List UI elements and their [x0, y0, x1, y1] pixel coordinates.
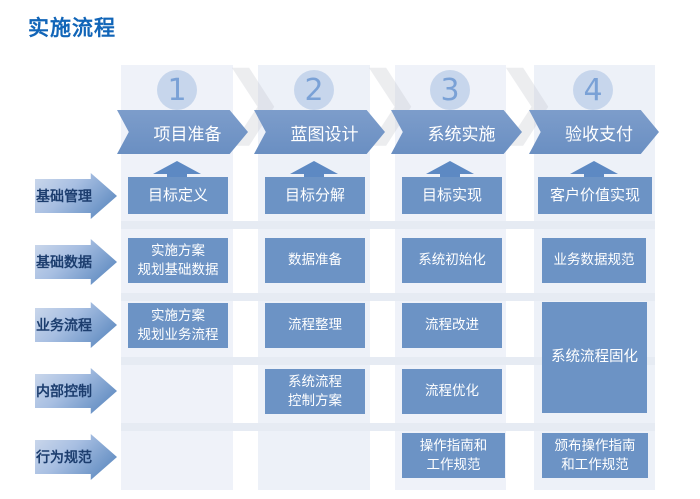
up-arrow-icon — [426, 161, 474, 174]
phase-3-number-badge: 3 — [430, 70, 470, 110]
row-label-basic-data: 基础数据 — [35, 239, 117, 285]
row-label-business-process: 业务流程 — [35, 302, 117, 348]
cell-r1c4: 客户价值实现 — [538, 177, 652, 214]
cell-r5c4: 颁布操作指南 和工作规范 — [542, 433, 648, 478]
row-separator-2 — [121, 293, 655, 301]
row-separator-3 — [121, 357, 655, 365]
cell-r2c4: 业务数据规范 — [542, 238, 646, 283]
phase-2-number-badge: 2 — [294, 70, 334, 110]
phase-1-number-badge: 1 — [157, 70, 197, 110]
cell-r1c3: 目标实现 — [402, 177, 502, 214]
row-label-behavior-norms: 行为规范 — [35, 434, 117, 480]
phase-2-banner: 蓝图设计 — [254, 110, 385, 154]
row-separator-4 — [121, 423, 655, 431]
cell-r2c1: 实施方案 规划基础数据 — [128, 238, 228, 283]
cell-r3c2: 流程整理 — [265, 303, 365, 348]
row-label-internal-control: 内部控制 — [35, 368, 117, 414]
phase-4-banner: 验收支付 — [529, 110, 659, 154]
phase-3-banner: 系统实施 — [391, 110, 522, 154]
row-separator-1 — [121, 221, 655, 229]
phase-1-banner: 项目准备 — [117, 110, 248, 154]
cell-r4c3: 流程优化 — [402, 369, 502, 414]
cell-r1c2: 目标分解 — [265, 177, 365, 214]
up-arrow-icon — [153, 161, 201, 174]
page-title: 实施流程 — [28, 16, 116, 40]
up-arrow-icon — [290, 161, 338, 174]
row-label-basic-management: 基础管理 — [35, 173, 117, 219]
cell-r3c3: 流程改进 — [402, 303, 502, 348]
cell-r4c2: 系统流程 控制方案 — [265, 369, 365, 414]
cell-r3c1: 实施方案 规划业务流程 — [128, 303, 228, 348]
phase-4-number-badge: 4 — [573, 70, 613, 110]
up-arrow-icon — [570, 161, 618, 174]
cell-r2c3: 系统初始化 — [402, 238, 502, 283]
cell-r3r4c4-merged: 系统流程固化 — [542, 302, 647, 413]
cell-r1c1: 目标定义 — [128, 177, 228, 214]
cell-r5c3: 操作指南和 工作规范 — [402, 433, 505, 478]
cell-r2c2: 数据准备 — [265, 238, 365, 283]
